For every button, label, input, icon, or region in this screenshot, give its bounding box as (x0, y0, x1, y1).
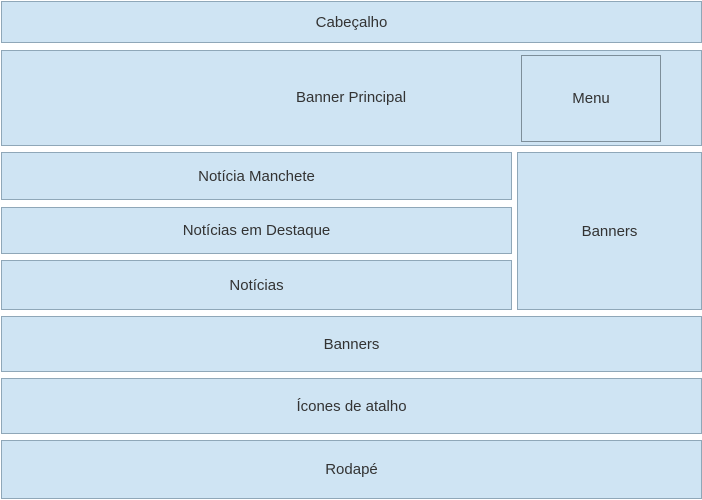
side-banners-label: Banners (581, 222, 638, 240)
wide-banners-label: Banners (323, 335, 380, 353)
footer-label: Rodapé (325, 461, 378, 478)
menu-label: Menu (572, 90, 610, 107)
featured-news-label: Notícias em Destaque (182, 222, 331, 239)
news-list-block: Notícias (1, 260, 512, 310)
menu-block: Menu (521, 55, 661, 142)
shortcut-icons-label: Ícones de atalho (296, 397, 407, 415)
header-block: Cabeçalho (1, 1, 702, 43)
news-list-label: Notícias (229, 276, 284, 294)
side-banners-block: Banners (517, 152, 702, 310)
wide-banners-block: Banners (1, 316, 702, 372)
footer-block: Rodapé (1, 440, 702, 499)
header-label: Cabeçalho (315, 13, 388, 31)
headline-news-block: Notícia Manchete (1, 152, 512, 200)
headline-news-label: Notícia Manchete (198, 167, 315, 185)
featured-news-block: Notícias em Destaque (1, 207, 512, 254)
shortcut-icons-block: Ícones de atalho (1, 378, 702, 434)
